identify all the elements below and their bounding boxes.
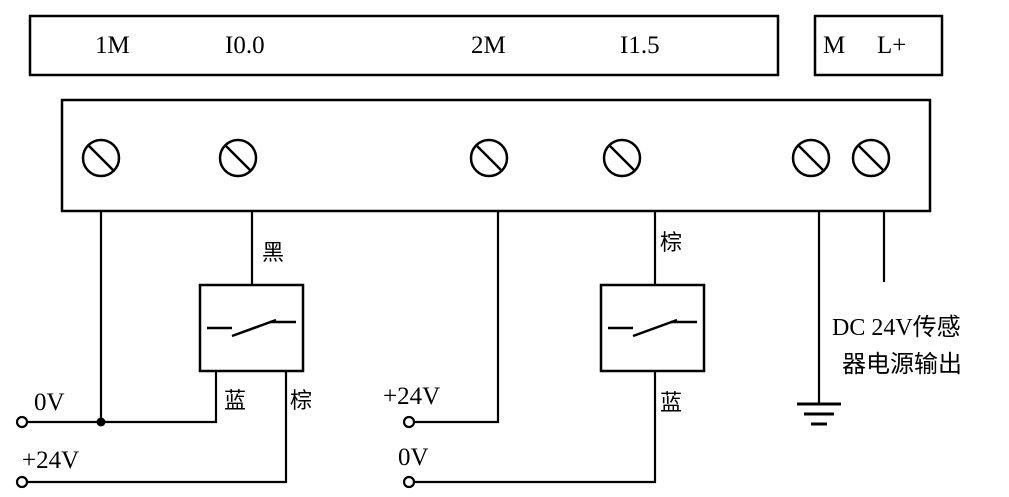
input-label-strip (28, 14, 780, 77)
supply-label-0v-left: 0V (34, 389, 65, 416)
terminal-label-m: M (823, 32, 845, 59)
terminal-label-i00: I0.0 (225, 32, 265, 59)
supply-label-0v-right: 0V (398, 444, 429, 471)
power-label-strip (813, 14, 944, 77)
screw-terminal-m-icon (791, 138, 831, 178)
terminal-0v-left-icon (15, 415, 29, 429)
supply-label-24v-left: +24V (22, 447, 79, 474)
wire-label-blue-left: 蓝 (224, 389, 246, 414)
sensor-switch-right-icon (599, 283, 706, 373)
wire-label-brown-right: 棕 (660, 231, 682, 256)
terminal-24v-left-icon (15, 475, 29, 489)
terminal-label-1m: 1M (95, 32, 130, 59)
wire-label-black: 黑 (262, 241, 284, 266)
terminal-24v-right-icon (402, 415, 416, 429)
wire-2m (414, 211, 500, 424)
screw-terminal-i00-icon (218, 138, 258, 178)
terminal-label-lplus: L+ (877, 32, 906, 59)
wire-label-blue-right: 蓝 (660, 391, 682, 416)
screw-terminal-lplus-icon (851, 138, 891, 178)
screw-terminal-2m-icon (469, 138, 509, 178)
wire-0v-left (27, 371, 218, 424)
screw-terminal-1m-icon (81, 138, 121, 178)
annotation-line-2: 器电源输出 (842, 350, 962, 378)
screw-terminal-i15-icon (602, 138, 642, 178)
terminal-0v-right-icon (402, 475, 416, 489)
wire-24v-left (27, 371, 288, 484)
supply-label-24v-right: +24V (383, 383, 440, 410)
wire-label-brown-left: 棕 (290, 389, 312, 414)
ground-icon (797, 402, 841, 426)
junction-dot (96, 417, 106, 427)
wire-0v-right (414, 371, 657, 484)
terminal-label-i15: I1.5 (620, 32, 660, 59)
sensor-switch-left-icon (198, 283, 305, 373)
terminal-block (60, 98, 932, 213)
annotation-line-1: DC 24V传感 (832, 314, 961, 341)
terminal-label-2m: 2M (471, 32, 506, 59)
